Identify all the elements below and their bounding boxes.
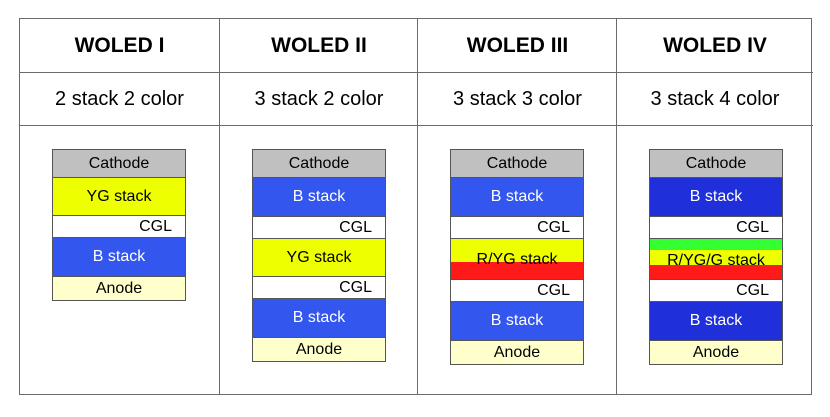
- layer-b: B stack: [253, 177, 385, 216]
- red-emitter-band: [650, 265, 782, 279]
- red-emitter-band: [451, 262, 583, 279]
- column-title: WOLED II: [271, 33, 367, 57]
- layer-anode: Anode: [451, 340, 583, 364]
- layer-cathode: Cathode: [53, 150, 185, 177]
- layer-cgl: CGL: [650, 279, 782, 301]
- layer-anode: Anode: [253, 337, 385, 361]
- layer-b: B stack: [53, 237, 185, 276]
- layer-cgl: CGL: [253, 216, 385, 238]
- layer-b: B stack: [451, 177, 583, 216]
- layer-b: B stack: [650, 177, 782, 216]
- layer-anode: Anode: [53, 276, 185, 300]
- layer-b: B stack: [451, 301, 583, 340]
- layer-cathode: Cathode: [253, 150, 385, 177]
- column-title: WOLED IV: [663, 33, 767, 57]
- column-subtitle: 3 stack 2 color: [220, 72, 418, 126]
- column-subtitle: 3 stack 4 color: [617, 72, 813, 126]
- layer-cgl: CGL: [451, 216, 583, 238]
- layer-ryg: R/YG stack: [451, 238, 583, 279]
- layer-cgl: CGL: [650, 216, 782, 238]
- column-title: WOLED III: [466, 33, 569, 57]
- layer-cgl: CGL: [451, 279, 583, 301]
- column-subtitle: 2 stack 2 color: [20, 72, 219, 126]
- layer-b: B stack: [253, 298, 385, 337]
- layer-yg: YG stack: [253, 238, 385, 276]
- layer-cgl: CGL: [53, 215, 185, 237]
- layer-label: R/YG/G stack: [667, 252, 765, 269]
- green-emitter-band: [650, 239, 782, 250]
- layer-anode: Anode: [650, 340, 782, 364]
- layer-cgl: CGL: [253, 276, 385, 298]
- column-title: WOLED I: [74, 33, 165, 57]
- layer-cathode: Cathode: [650, 150, 782, 177]
- layer-b: B stack: [650, 301, 782, 340]
- layer-label: R/YG stack: [476, 251, 558, 268]
- column-subtitle: 3 stack 3 color: [418, 72, 617, 126]
- layer-cathode: Cathode: [451, 150, 583, 177]
- layer-yg: YG stack: [53, 177, 185, 215]
- layer-rygg: R/YG/G stack: [650, 238, 782, 279]
